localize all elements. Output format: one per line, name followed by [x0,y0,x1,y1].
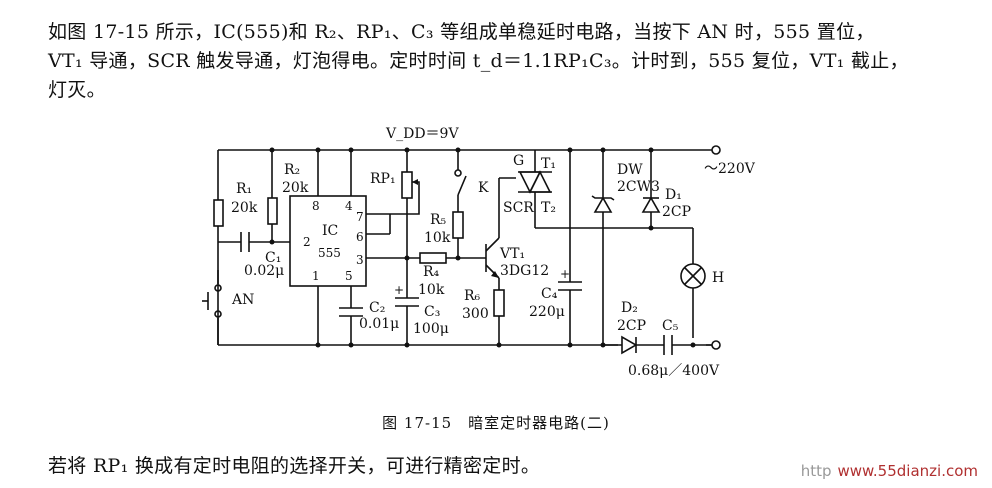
svg-text:5: 5 [345,269,353,283]
intro-paragraph: 如图 17-15 所示，IC(555)和 R₂、RP₁、C₃ 等组成单稳延时电路… [48,18,948,105]
r6-resistor [493,289,505,317]
d2-type: 2CP [617,318,646,334]
r5-value: 10k [424,230,451,246]
ac-label: ～220V [704,161,756,177]
intro-line-3: 灯灭。 [48,79,106,101]
svg-text:8: 8 [312,199,320,213]
d1-name: D₁ [665,187,682,203]
figure-caption: 图 17-15 暗室定时器电路(二) [382,414,610,432]
r4-name: R₄ [423,264,440,280]
svg-text:3: 3 [356,253,364,267]
svg-text:7: 7 [356,210,364,224]
r6-name: R₆ [464,288,481,304]
intro-line-1: 如图 17-15 所示，IC(555)和 R₂、RP₁、C₃ 等组成单稳延时电路… [48,21,875,43]
rp1-name: RP₁ [370,171,396,187]
k-switch-label: K [478,180,489,196]
r2-resistor [267,197,278,225]
r2-name: R₂ [284,162,300,178]
rp1-potentiometer [401,171,413,199]
dw-name: DW [617,162,643,178]
r4-value: 10k [418,282,445,298]
r5-resistor [452,211,464,239]
d2-diode [621,335,638,355]
c1-name: C₁ [265,250,281,266]
r2-value: 20k [282,180,309,196]
watermark-url: www.55dianzi.com [837,462,978,480]
c2-value: 0.01μ [359,316,399,332]
c4-name: C₄ [541,286,558,302]
vt1-type: 3DG12 [500,263,549,279]
footer-paragraph: 若将 RP₁ 换成有定时电阻的选择开关，可进行精密定时。 [48,455,541,477]
r1-name: R₁ [236,181,252,197]
d1-diode [641,196,661,213]
vdd-label: V_DD＝9V [385,126,459,142]
vt1-name: VT₁ [499,246,525,262]
ic-name: IC [322,223,338,239]
watermark: http www.55dianzi.com [801,462,978,480]
intro-line-2: VT₁ 导通，SCR 触发导通，灯泡得电。定时时间 t_d＝1.1RP₁C₃。计… [48,50,909,72]
ic-type: 555 [318,246,341,260]
t2-label: T₂ [541,200,556,216]
ic-555 [289,195,367,287]
r1-value: 20k [231,200,258,216]
r1-resistor [213,199,224,227]
r6-value: 300 [462,306,489,322]
c1-value: 0.02μ [244,263,284,279]
r4-resistor [419,252,447,264]
c5-value: 0.68μ／400V [628,363,720,379]
dw-type: 2CW3 [617,179,660,195]
c4-value: 220μ [529,304,565,320]
svg-text:+: + [394,283,404,297]
c3-name: C₃ [424,304,440,320]
watermark-prefix: http [800,462,832,480]
c5-name: C₅ [662,318,679,334]
svg-text:2: 2 [303,235,311,249]
svg-text:1: 1 [312,269,320,283]
c3-value: 100μ [413,321,449,337]
t1-label: T₁ [541,156,556,172]
an-label: AN [231,292,254,308]
c2-name: C₂ [369,300,385,316]
gate-label: G [513,153,524,169]
svg-text:4: 4 [345,199,353,213]
ac-terminal-top [711,145,721,155]
lamp-label: H [712,270,724,286]
d2-name: D₂ [621,300,638,316]
ac-terminal-bottom [711,340,721,350]
dw-zener [593,196,613,213]
svg-text:+: + [560,267,570,281]
r5-name: R₅ [430,212,447,228]
d1-type: 2CP [662,204,691,220]
svg-text:6: 6 [356,230,364,244]
scr-label: SCR [503,200,534,216]
